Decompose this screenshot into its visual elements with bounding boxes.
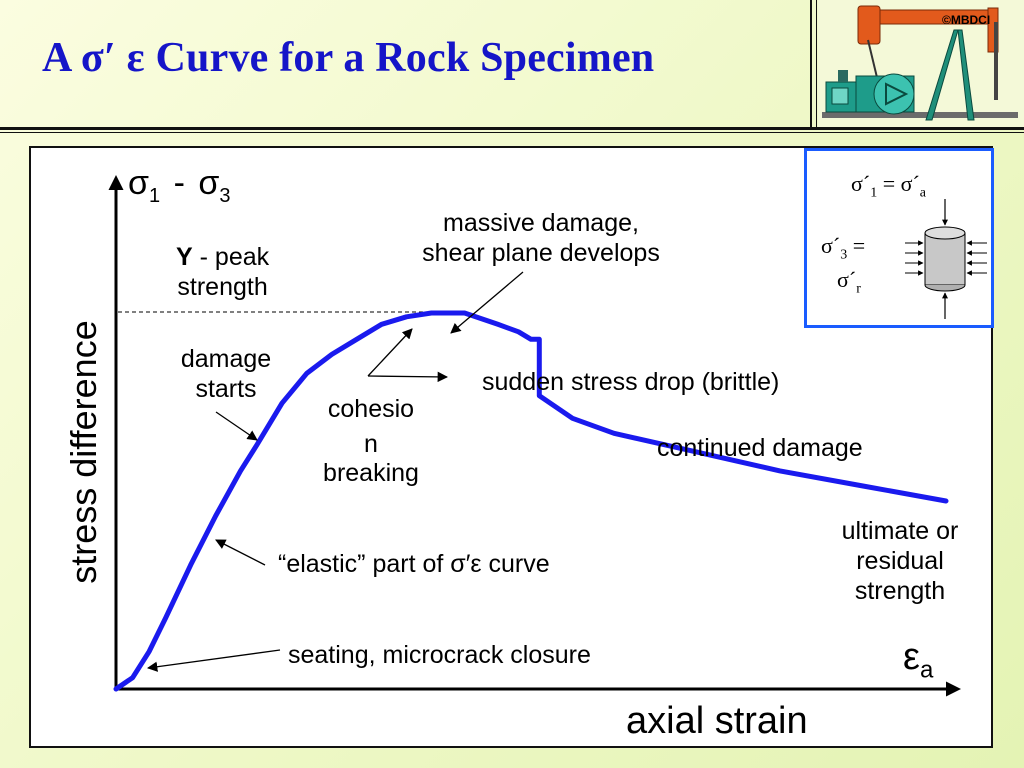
slide-title: A σ′ ε Curve for a Rock Specimen	[42, 35, 655, 81]
peak-strength-label: Y - peak strength	[176, 243, 270, 301]
seating-arrow	[146, 649, 281, 672]
damage-starts-arrow	[215, 411, 258, 441]
inset-eq-radial-b: σ´r	[837, 267, 861, 297]
ultimate-strength-label: ultimate or residual strength	[841, 517, 959, 605]
massive-damage-label: massive damage, shear plane develops	[422, 209, 660, 267]
rock-cylinder-icon	[905, 199, 987, 319]
seating-label: seating, microcrack closure	[288, 641, 591, 669]
sudden-drop-label: sudden stress drop (brittle)	[482, 368, 780, 396]
damage-starts-label: damage starts	[180, 345, 272, 403]
slide-header: A σ′ ε Curve for a Rock Specimen ©MBDCI	[0, 0, 1024, 133]
copyright-text: ©MBDCI	[942, 13, 990, 27]
header-rule-thin	[0, 132, 1024, 133]
cohesion-arrow-right	[367, 371, 449, 383]
stress-state-inset: σ´1 = σ´a σ´3 = σ´r	[804, 148, 994, 328]
cohesion-label: cohesio n breaking	[323, 395, 419, 487]
elastic-label: “elastic” part of σ′ε curve	[278, 550, 550, 578]
inset-eq-radial-a: σ´3 =	[821, 233, 866, 263]
header-divider	[810, 0, 812, 128]
series-line	[113, 310, 949, 692]
y-axis-label: stress difference	[63, 320, 104, 584]
inset-eq-axial: σ´1 = σ´a	[851, 171, 927, 201]
massive-damage-arrow	[450, 271, 524, 334]
header-divider-thin	[816, 0, 817, 128]
continued-damage-label: continued damage	[657, 434, 863, 462]
cohesion-arrow-up	[367, 328, 413, 377]
header-rule	[0, 127, 1024, 130]
x-axis-label: axial strain	[626, 700, 808, 742]
oil-pump-jack-logo: ©MBDCI	[818, 0, 1024, 127]
x-axis-symbol: εa	[903, 636, 934, 684]
elastic-arrow	[215, 539, 266, 566]
y-axis-symbol: σ1 - σ3	[128, 164, 231, 207]
